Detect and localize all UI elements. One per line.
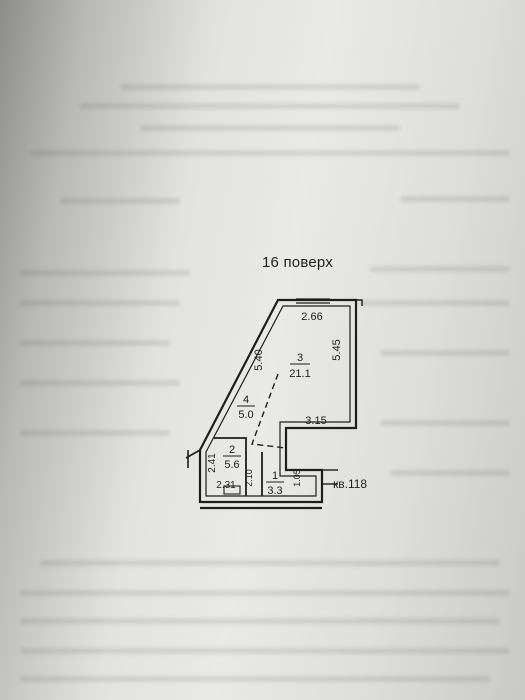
bleed-through-line (380, 350, 510, 356)
dim-diagonal: 5.40 (253, 349, 265, 370)
bleed-through-line (20, 430, 170, 436)
bleed-through-line (370, 266, 510, 272)
room-2-area: 5.6 (224, 459, 239, 471)
room-1-area: 3.3 (267, 485, 282, 497)
bleed-through-line (20, 676, 490, 682)
dim-hall-width-a: 2.10 (244, 469, 254, 487)
room-3-area: 21.1 (289, 368, 310, 380)
inner-wall (205, 305, 351, 497)
bleed-through-line (80, 103, 460, 109)
window (296, 298, 330, 304)
bleed-through-line (20, 300, 180, 306)
floor-label: 16 поверх (262, 254, 333, 271)
wall-stub (356, 299, 363, 306)
bathroom-partition (214, 437, 247, 496)
dim-hall-width-b: 1.05 (292, 469, 302, 487)
bleed-through-line (140, 125, 400, 131)
wall-outline (185, 298, 363, 510)
bleed-through-line (20, 618, 500, 624)
dim-top-width: 2.66 (301, 311, 322, 323)
room-2-number: 2 (229, 444, 235, 456)
apartment-label: кв.118 (333, 477, 367, 491)
dim-bath-height: 2.41 (207, 453, 218, 473)
bleed-through-line (400, 196, 510, 202)
bleed-through-line (120, 84, 420, 90)
partitions (214, 437, 263, 496)
bleed-through-line (360, 300, 510, 306)
bleed-through-line (20, 270, 190, 276)
dim-right-height: 5.45 (331, 339, 343, 360)
bleed-through-line (380, 420, 510, 426)
outer-wall (198, 298, 358, 504)
bleed-through-line (40, 560, 500, 566)
dim-bath-width: 2.31 (216, 480, 236, 491)
room-3-number: 3 (297, 352, 303, 364)
room-1-number: 1 (272, 470, 278, 482)
room-4-number: 4 (243, 394, 249, 406)
bleed-through-line (20, 340, 170, 346)
bathtub (223, 485, 241, 495)
bleed-through-line (30, 150, 510, 156)
bleed-through-line (390, 470, 510, 476)
zone-boundary (251, 373, 287, 449)
bleed-through-line (20, 380, 180, 386)
bleed-through-line (60, 198, 180, 204)
bleed-through-line (20, 590, 510, 596)
bleed-through-line (20, 648, 510, 654)
room-4-area: 5.0 (238, 409, 253, 421)
dim-step-width: 3.15 (305, 415, 326, 427)
